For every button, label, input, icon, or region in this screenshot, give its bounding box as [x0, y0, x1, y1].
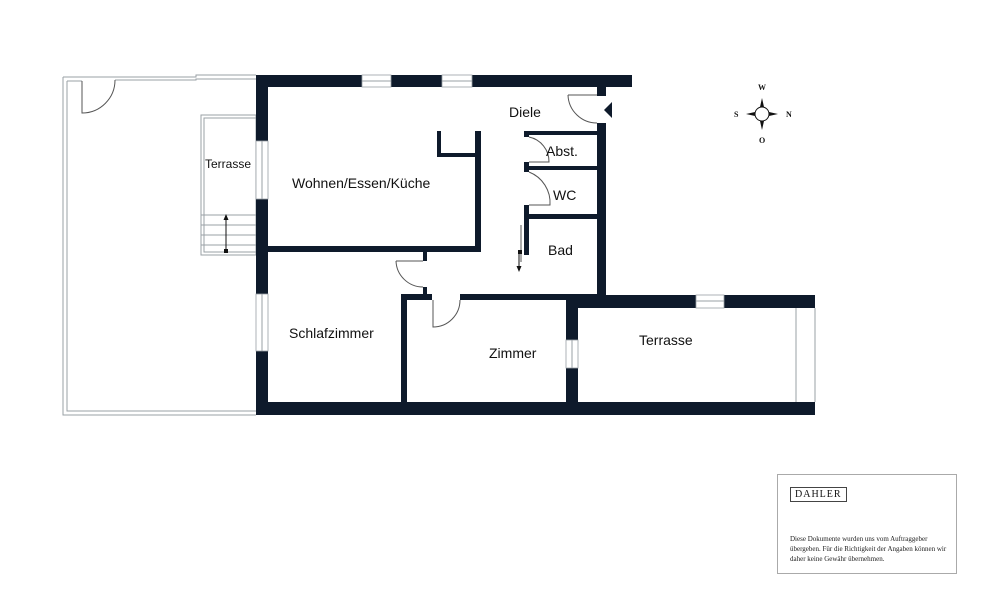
- compass-east: O: [759, 136, 766, 145]
- windows: [255, 74, 816, 402]
- room-label-wc: WC: [553, 187, 577, 203]
- walls: [256, 75, 815, 415]
- room-label-diele: Diele: [509, 104, 541, 120]
- disclaimer-text: Diese Dokumente wurden uns vom Auftragge…: [790, 535, 947, 563]
- compass-icon: [746, 98, 778, 130]
- stairs: [200, 114, 257, 256]
- left-terrace-outline: [62, 74, 256, 416]
- compass-south: S: [734, 110, 739, 119]
- room-label-schlafzimmer: Schlafzimmer: [289, 325, 374, 341]
- room-label-wohnen: Wohnen/Essen/Küche: [292, 175, 431, 191]
- doors: [395, 94, 612, 328]
- compass-west: W: [758, 83, 766, 92]
- room-label-zimmer: Zimmer: [489, 345, 537, 361]
- entrance-arrow-icon: [604, 102, 612, 118]
- disclaimer-box: DAHLER Diese Dokumente wurden uns vom Au…: [777, 474, 957, 574]
- room-label-terrasse-left: Terrasse: [205, 157, 252, 171]
- room-label-bad: Bad: [548, 242, 573, 258]
- room-label-abst: Abst.: [546, 143, 578, 159]
- terrace-door-swing: [81, 79, 116, 114]
- compass-north: N: [786, 110, 792, 119]
- room-label-terrasse-right: Terrasse: [639, 332, 693, 348]
- dahler-logo: DAHLER: [790, 487, 847, 502]
